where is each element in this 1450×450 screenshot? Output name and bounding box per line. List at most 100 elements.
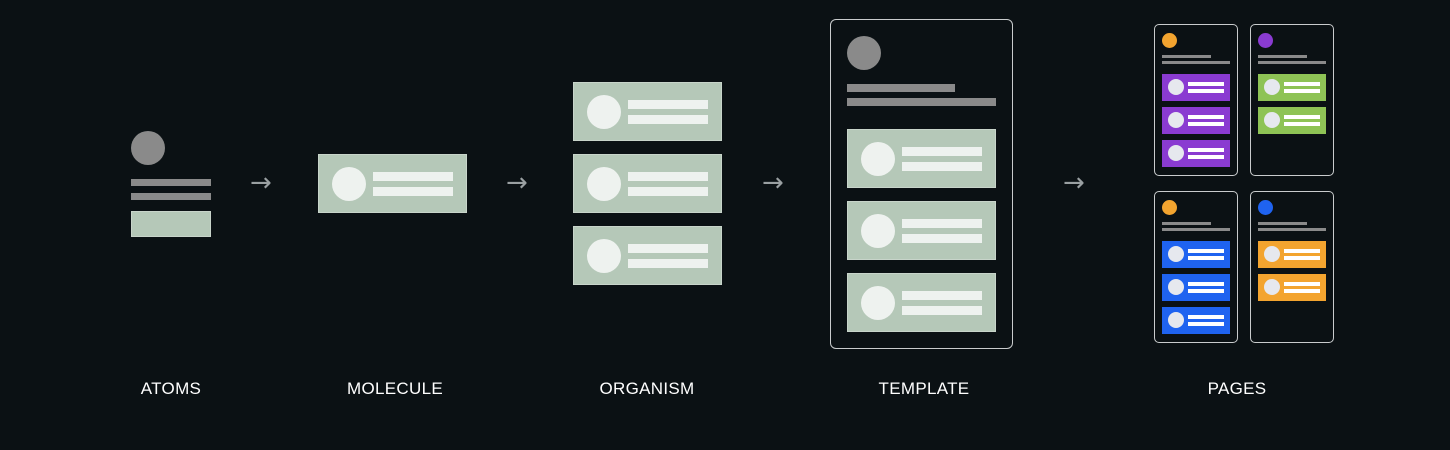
page-frame [1250,24,1334,176]
page-card [1258,274,1326,301]
page-card-line [1284,282,1320,286]
page-card [1162,274,1230,301]
page-card-line [1188,315,1224,319]
organism-line [628,115,708,124]
atom-line [131,193,211,200]
page-title-line [1162,222,1211,225]
page-card-line [1188,282,1224,286]
page-subtitle-line [1258,228,1326,231]
template-card-circle-icon [861,286,895,320]
atom-line [131,179,211,186]
page-card-circle-icon [1168,246,1184,262]
page-card [1162,140,1230,167]
organism-line [628,244,708,253]
arrow-right-icon: → [762,168,784,198]
page-card-circle-icon [1264,279,1280,295]
page-card-line [1188,249,1224,253]
stage-label-atoms: ATOMS [140,379,202,398]
template-card-circle-icon [861,142,895,176]
organism-card [573,82,722,141]
page-card [1258,107,1326,134]
template-card [847,273,996,332]
template-card-line [902,291,982,300]
page-card-line [1284,89,1320,93]
page-card-line [1188,115,1224,119]
template-title-line [847,84,955,92]
page-card [1162,307,1230,334]
page-subtitle-line [1162,228,1230,231]
organism-line [628,172,708,181]
page-frame [1154,191,1238,343]
page-title-line [1162,55,1211,58]
page-card-circle-icon [1168,312,1184,328]
page-card-line [1284,115,1320,119]
atom-block [131,211,211,237]
arrow-right-icon: → [250,168,272,198]
page-card-circle-icon [1168,79,1184,95]
page-card-line [1188,82,1224,86]
page-card-line [1284,122,1320,126]
page-card-circle-icon [1264,246,1280,262]
template-card [847,201,996,260]
organism-circle-icon [587,167,621,201]
page-card [1162,74,1230,101]
molecule-line [373,187,453,196]
template-subtitle-line [847,98,996,106]
page-avatar-dot-icon [1258,33,1273,48]
page-avatar-dot-icon [1258,200,1273,215]
template-card-line [902,162,982,171]
page-card-line [1284,82,1320,86]
page-card-line [1284,249,1320,253]
organism-line [628,100,708,109]
page-card-circle-icon [1168,112,1184,128]
page-card-circle-icon [1168,145,1184,161]
molecule-circle-icon [332,167,366,201]
page-card-line [1188,148,1224,152]
arrow-right-icon: → [506,168,528,198]
page-card-line [1188,155,1224,159]
page-subtitle-line [1258,61,1326,64]
organism-line [628,259,708,268]
page-title-line [1258,222,1307,225]
template-card [847,129,996,188]
page-title-line [1258,55,1307,58]
page-card [1258,74,1326,101]
template-frame [830,19,1013,349]
page-card-circle-icon [1264,79,1280,95]
page-card-line [1284,256,1320,260]
template-card-line [902,234,982,243]
page-frame [1154,24,1238,176]
page-card [1162,107,1230,134]
template-card-circle-icon [861,214,895,248]
page-card-circle-icon [1168,279,1184,295]
template-card-line [902,219,982,228]
template-card-line [902,147,982,156]
page-subtitle-line [1162,61,1230,64]
stage-label-template: TEMPLATE [878,379,970,398]
page-avatar-dot-icon [1162,200,1177,215]
page-card-line [1188,322,1224,326]
organism-card [573,226,722,285]
molecule-card [318,154,467,213]
stage-label-organism: ORGANISM [599,379,695,398]
page-card-circle-icon [1264,112,1280,128]
organism-circle-icon [587,239,621,273]
page-card-line [1284,289,1320,293]
atom-circle-icon [131,131,165,165]
organism-card [573,154,722,213]
molecule-line [373,172,453,181]
stage-label-molecule: MOLECULE [347,379,443,398]
template-card-line [902,306,982,315]
page-card-line [1188,256,1224,260]
page-card-line [1188,289,1224,293]
page-frame [1250,191,1334,343]
stage-label-pages: PAGES [1207,379,1267,398]
page-avatar-dot-icon [1162,33,1177,48]
template-avatar-icon [847,36,881,70]
organism-circle-icon [587,95,621,129]
page-card-line [1188,89,1224,93]
page-card-line [1188,122,1224,126]
arrow-right-icon: → [1063,168,1085,198]
page-card [1258,241,1326,268]
page-card [1162,241,1230,268]
